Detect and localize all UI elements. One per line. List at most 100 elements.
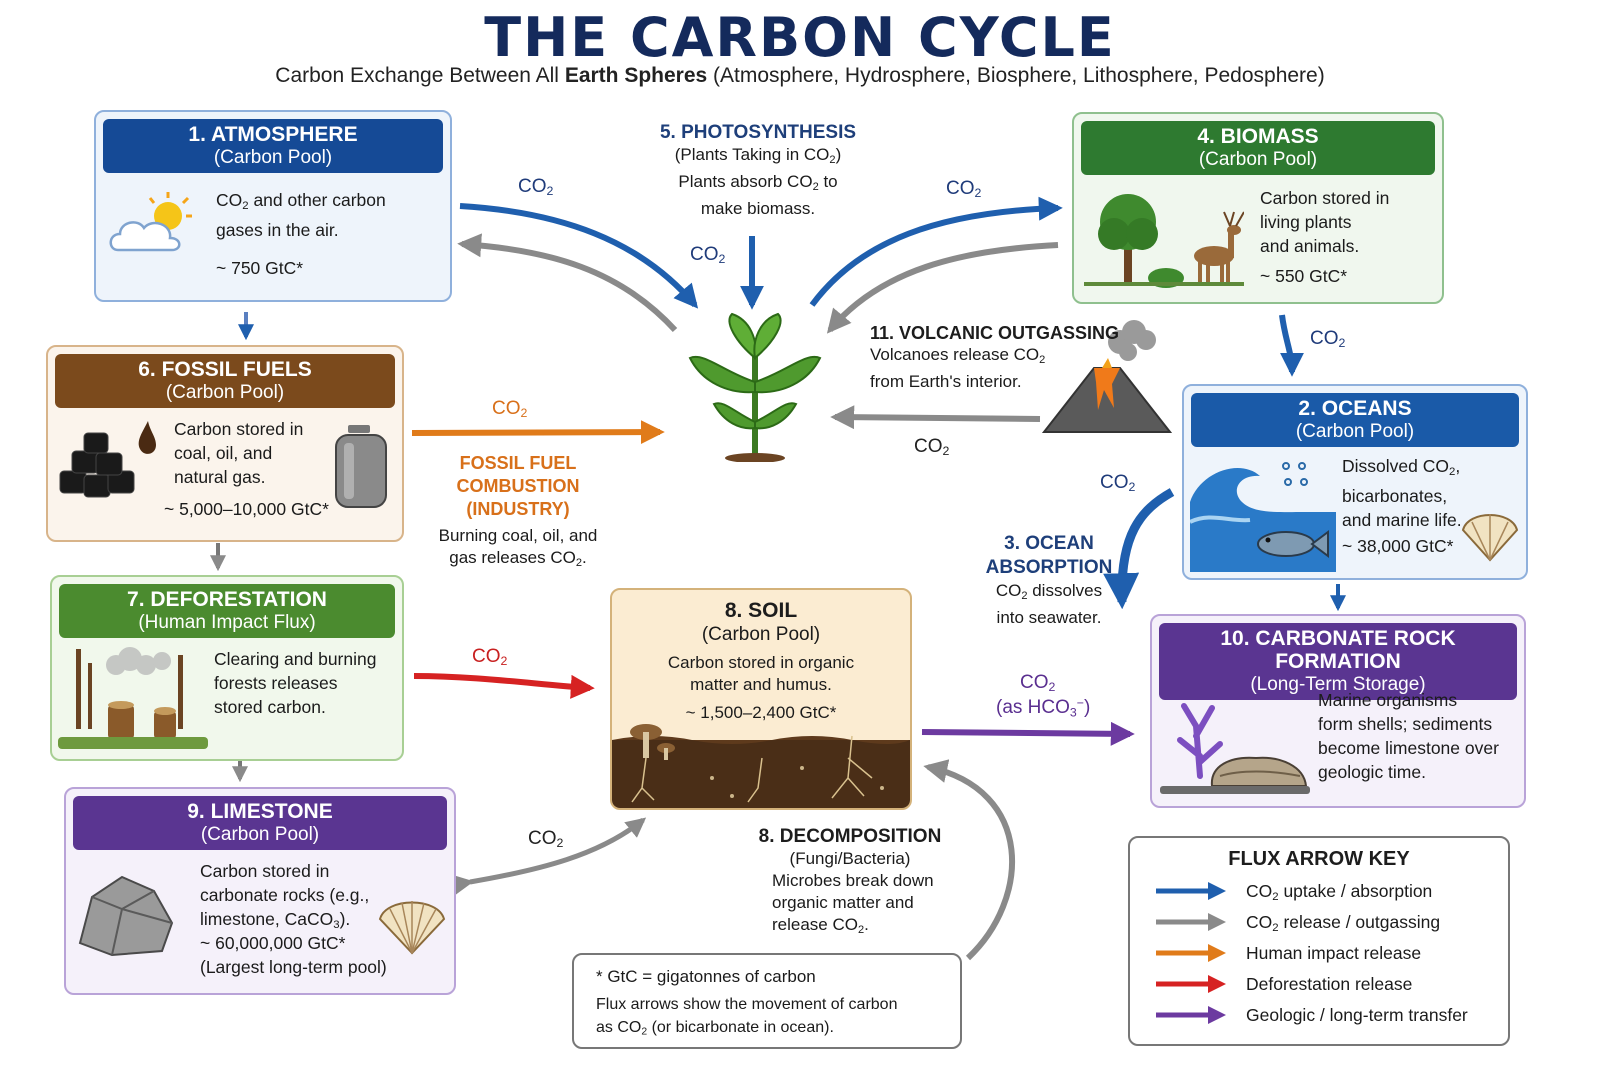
photosynthesis-label: 5. PHOTOSYNTHESIS (Plants Taking in CO2)… xyxy=(598,122,918,220)
legend-item-label: CO2 release / outgassing xyxy=(1246,912,1441,934)
arrow-deforestation-to-soil xyxy=(413,673,595,699)
oceans-box: 2. OCEANS(Carbon Pool) Dissolved CO2,bic… xyxy=(1182,384,1528,580)
biomass-header: 4. BIOMASS(Carbon Pool) xyxy=(1081,121,1435,175)
legend-arrow-icon xyxy=(1156,944,1226,962)
footnote-box: * GtC = gigatonnes of carbon Flux arrows… xyxy=(572,953,962,1049)
legend-arrow-icon xyxy=(1156,882,1226,900)
volcanic-label: 11. VOLCANIC OUTGASSING Volcanoes releas… xyxy=(870,322,1119,393)
atmosphere-box: 1. ATMOSPHERE(Carbon Pool) CO2 and other… xyxy=(94,110,452,302)
volcanic-title: 11. VOLCANIC OUTGASSING xyxy=(870,323,1120,343)
legend-item-label: Geologic / long-term transfer xyxy=(1246,1005,1468,1025)
rock-icon xyxy=(78,875,174,957)
fossil-amount: ~ 5,000–10,000 GtC* xyxy=(164,499,329,519)
co2-label-limestone: CO2 xyxy=(528,828,564,851)
atmosphere-header: 1. ATMOSPHERE(Carbon Pool) xyxy=(103,119,443,173)
arrow-plant-to-biomass xyxy=(809,196,1063,307)
tree-deer-icon xyxy=(1084,194,1244,288)
gas-canister-icon xyxy=(335,425,387,508)
arrow-biomass-to-oceans xyxy=(1279,314,1304,377)
deforestation-header: 7. DEFORESTATION(Human Impact Flux) xyxy=(59,584,395,638)
legend-title: FLUX ARROW KEY xyxy=(1228,848,1410,870)
arrow-ocean-absorption xyxy=(1103,488,1175,610)
diagram-subtitle: Carbon Exchange Between All Earth Sphere… xyxy=(275,64,1325,87)
footnote-line1: * GtC = gigatonnes of carbon xyxy=(596,967,816,986)
wave-fish-icon xyxy=(1190,462,1336,572)
soil-subtitle: (Carbon Pool) xyxy=(701,624,821,645)
co2-label-fossil: CO2 xyxy=(492,398,528,421)
hco3-label: (as HCO3−) xyxy=(996,696,1091,720)
co2-label-volcano: CO2 xyxy=(914,436,950,459)
soil-title: 8. SOIL xyxy=(724,599,798,622)
co2-label-oceans: CO2 xyxy=(1310,328,1346,351)
co2-label-biomass: CO2 xyxy=(946,178,982,201)
biomass-amount: ~ 550 GtC* xyxy=(1260,266,1348,286)
limestone-note: (Largest long-term pool) xyxy=(200,957,387,977)
limestone-box: 9. LIMESTONE(Carbon Pool) Carbon stored … xyxy=(64,787,456,995)
photosynthesis-title: 5. PHOTOSYNTHESIS xyxy=(659,122,857,143)
soil-amount: ~ 1,500–2,400 GtC* xyxy=(685,703,837,722)
fossil-header: 6. FOSSIL FUELS(Carbon Pool) xyxy=(55,354,395,408)
legend-arrow-icon xyxy=(1156,1006,1226,1024)
arrow-soil-to-carbonate xyxy=(921,721,1135,746)
atmosphere-amount: ~ 750 GtC* xyxy=(216,258,304,278)
co2-label-atmos: CO2 xyxy=(518,176,554,199)
co2-label-ocean-absorb: CO2 xyxy=(1100,472,1136,495)
legend-item-label: Deforestation release xyxy=(1246,974,1413,994)
shell-icon xyxy=(378,901,446,955)
photosynthesis-sub: (Plants Taking in CO2) xyxy=(674,145,842,166)
plant-icon xyxy=(688,312,822,462)
oceans-header: 2. OCEANS(Carbon Pool) xyxy=(1191,393,1519,447)
limestone-amount: ~ 60,000,000 GtC* xyxy=(200,933,346,953)
coral-rock-icon xyxy=(1160,703,1310,794)
oceans-desc: Dissolved CO2,bicarbonates,and marine li… xyxy=(1342,456,1462,530)
legend-item-label: Human impact release xyxy=(1246,943,1422,963)
co2-label-deforest: CO2 xyxy=(472,646,508,669)
biomass-box: 4. BIOMASS(Carbon Pool) Carbon stored in… xyxy=(1072,112,1444,304)
carbonate-box: 10. CARBONATE ROCK FORMATION(Long-Term S… xyxy=(1150,614,1526,808)
stumps-icon xyxy=(58,647,208,749)
diagram-title: THE CARBON CYCLE xyxy=(484,6,1116,69)
arrow-fossil-to-plant xyxy=(411,420,665,445)
legend-arrow-icon xyxy=(1156,913,1226,931)
cloud-sun-icon xyxy=(109,192,192,252)
volcano-icon xyxy=(1042,320,1172,433)
legend-item-label: CO2 uptake / absorption xyxy=(1246,881,1433,903)
limestone-header: 9. LIMESTONE(Carbon Pool) xyxy=(73,796,447,850)
arrow-plant-to-atmosphere xyxy=(457,233,678,333)
fossil-box: 6. FOSSIL FUELS(Carbon Pool) Carbon stor… xyxy=(46,345,404,542)
arrow-biomass-to-plant xyxy=(826,242,1059,334)
coal-icon xyxy=(59,421,156,498)
decomposition-title: 8. DECOMPOSITION xyxy=(758,826,942,847)
deforestation-box: 7. DEFORESTATION(Human Impact Flux) Clea… xyxy=(50,575,404,761)
co2-label-down: CO2 xyxy=(690,244,726,267)
co2-label-carbonate: CO2 xyxy=(1020,672,1056,695)
decomposition-label: 8. DECOMPOSITION (Fungi/Bacteria) Microb… xyxy=(740,826,960,941)
decomposition-sub: (Fungi/Bacteria) xyxy=(789,849,911,868)
soil-ground-icon xyxy=(612,724,910,808)
legend-arrow-icon xyxy=(1156,975,1226,993)
oceans-amount: ~ 38,000 GtC* xyxy=(1342,536,1454,556)
ocean-shell-icon xyxy=(1461,514,1519,562)
arrow-atmosphere-to-plant xyxy=(459,203,699,309)
carbonate-header: 10. CARBONATE ROCK FORMATION(Long-Term S… xyxy=(1159,623,1517,700)
arrow-volcano-to-plant xyxy=(830,405,1041,430)
soil-box: 8. SOIL (Carbon Pool) Carbon stored in o… xyxy=(610,588,912,810)
